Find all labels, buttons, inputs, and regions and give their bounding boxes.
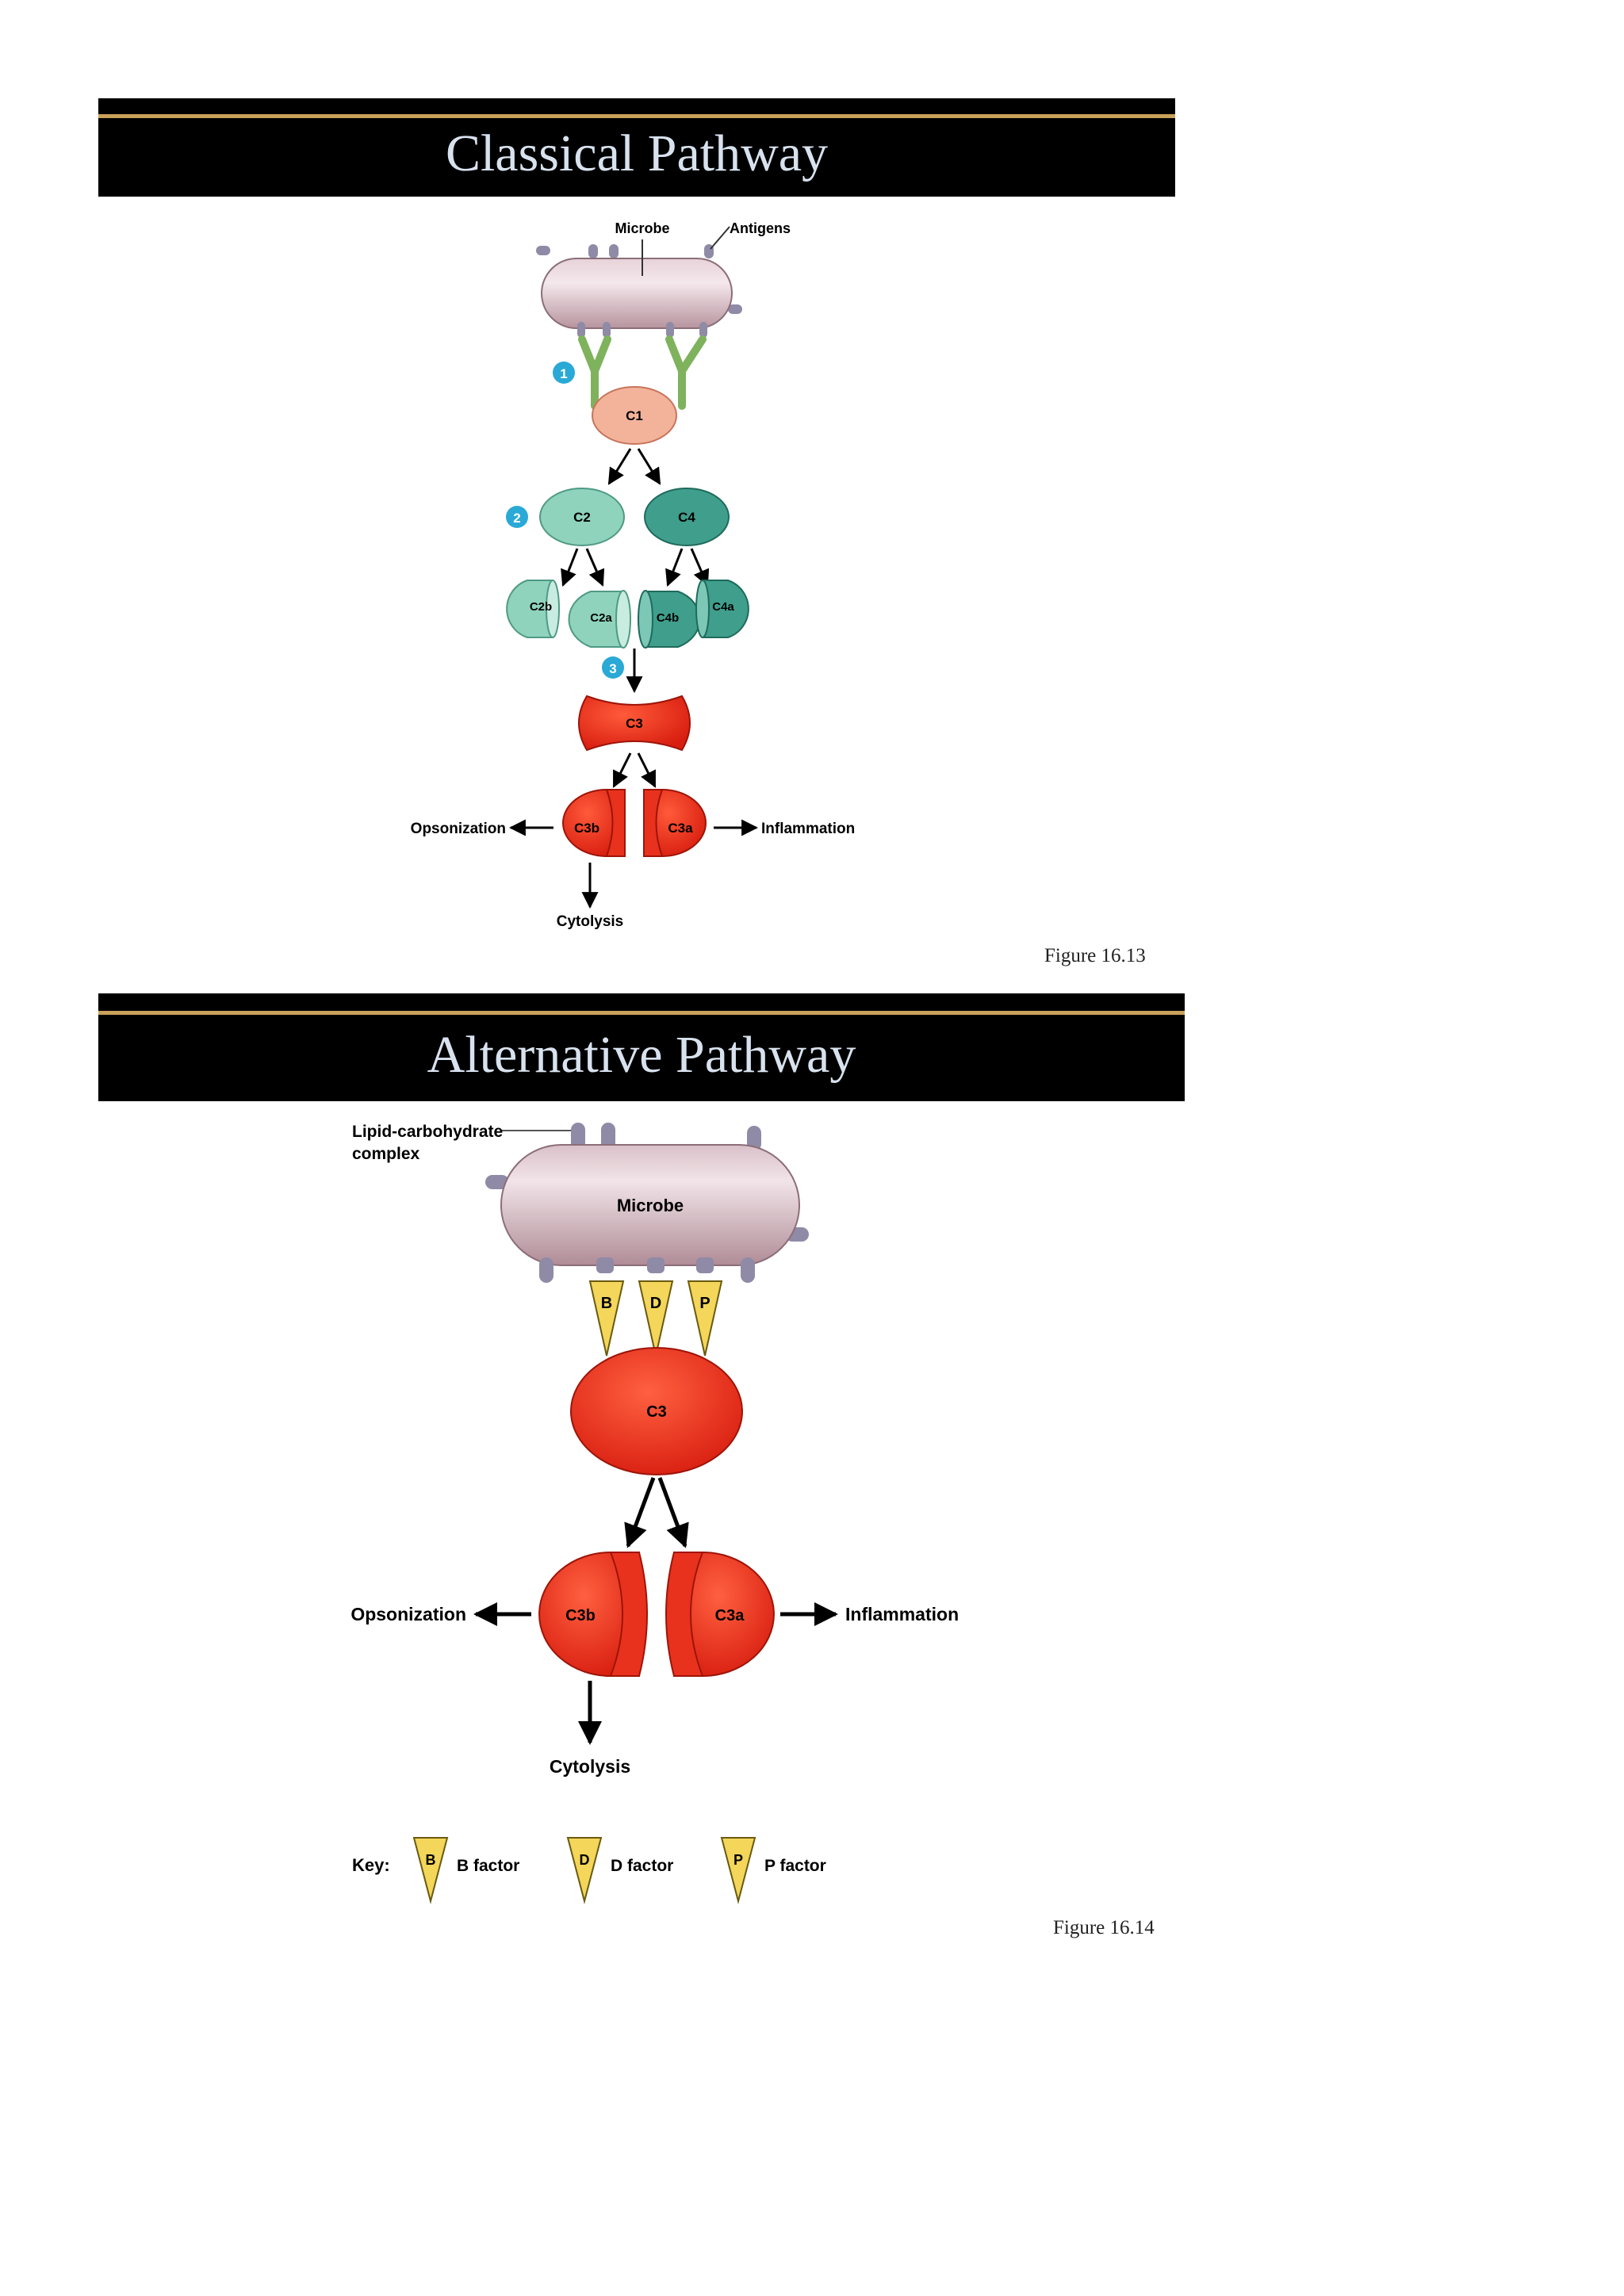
- alternative-c3-molecule: [570, 1347, 743, 1475]
- c3b-fragment: [562, 789, 626, 857]
- alternative-pathway-diagram: Microbe Lipid-carbohydrate complex B D P…: [350, 1123, 959, 1904]
- banner-rule: [98, 1011, 1185, 1015]
- arrow-alt-c3-to-c3b: [624, 1477, 656, 1548]
- arrow-c1-to-c4: [637, 448, 661, 485]
- step-2-badge: [506, 506, 528, 528]
- arrow-c2-to-c2a: [585, 548, 605, 587]
- arrow-c1-to-c2: [607, 448, 632, 485]
- antigens-leader-line: [710, 226, 730, 250]
- classical-pathway-diagram: Microbe Antigens 1 C1 2 C2 C4: [411, 220, 856, 930]
- alternative-inflammation-label: Inflammation: [845, 1604, 959, 1624]
- key-b-factor: B B factor: [412, 1837, 519, 1904]
- alternative-microbe: [485, 1123, 809, 1283]
- arrow-c3-to-c3a: [637, 752, 657, 788]
- step-1-badge: [553, 362, 575, 384]
- factor-b: [588, 1280, 625, 1357]
- c3-molecule: [578, 695, 691, 752]
- alternative-title: Alternative Pathway: [427, 1026, 856, 1084]
- key-label: Key:: [352, 1855, 390, 1875]
- opsonization-label: Opsonization: [411, 821, 506, 837]
- c1-label: C1: [626, 408, 643, 423]
- alternative-c3-label: C3: [646, 1403, 667, 1421]
- classical-figure-caption: Figure 16.13: [1044, 945, 1146, 966]
- c3b-label: C3b: [574, 821, 599, 836]
- step-3-number: 3: [609, 661, 616, 676]
- key-b-text: B factor: [457, 1857, 519, 1875]
- banner-rule: [98, 114, 1175, 118]
- alternative-c3b-fragment: [538, 1552, 648, 1677]
- c4a-fragment: [695, 580, 749, 638]
- arrow-c4-to-c4a: [690, 548, 710, 587]
- step-1-number: 1: [560, 366, 567, 381]
- inflammation-label: Inflammation: [761, 821, 855, 837]
- cytolysis-label: Cytolysis: [557, 913, 623, 930]
- key-p-text: P factor: [764, 1857, 826, 1875]
- c2a-label: C2a: [590, 611, 612, 625]
- factor-p-letter: P: [699, 1295, 710, 1312]
- classical-title: Classical Pathway: [445, 124, 829, 182]
- alternative-title-banner: Alternative Pathway: [98, 993, 1185, 1101]
- key-d-factor: D D factor: [566, 1837, 673, 1904]
- key-d-letter: D: [580, 1852, 590, 1868]
- key-b-letter: B: [426, 1852, 436, 1868]
- factor-p: [687, 1280, 723, 1357]
- alternative-opsonization-label: Opsonization: [350, 1604, 466, 1624]
- arrow-alt-c3-to-c3a: [657, 1477, 689, 1548]
- c4a-label: C4a: [712, 600, 734, 614]
- alternative-microbe-label: Microbe: [617, 1196, 684, 1215]
- c4b-label: C4b: [657, 611, 679, 625]
- antibody-right: [665, 335, 707, 410]
- lipid-label-line2: complex: [352, 1145, 420, 1163]
- arrow-c4-to-c4b: [665, 548, 684, 587]
- alternative-c3b-label: C3b: [565, 1607, 596, 1624]
- alternative-figure-caption: Figure 16.14: [1053, 1917, 1155, 1938]
- factor-d: [638, 1280, 674, 1357]
- classical-microbe: [536, 244, 742, 338]
- lipid-label-line1: Lipid-carbohydrate: [352, 1123, 503, 1141]
- antigens-label: Antigens: [730, 220, 791, 236]
- c4-label: C4: [678, 510, 695, 525]
- step-3-badge: [602, 656, 624, 679]
- alternative-c3a-fragment: [665, 1552, 775, 1677]
- classical-title-banner: Classical Pathway: [98, 98, 1175, 197]
- alternative-c3a-label: C3a: [715, 1607, 745, 1624]
- arrow-c3-to-c3b: [612, 752, 632, 788]
- alternative-cytolysis-label: Cytolysis: [550, 1756, 630, 1777]
- step-2-number: 2: [513, 511, 520, 526]
- arrow-c2-to-c2b: [561, 548, 579, 587]
- c3-label: C3: [626, 716, 643, 731]
- c4-molecule: [644, 488, 730, 546]
- factor-d-letter: D: [650, 1295, 661, 1312]
- c2b-fragment: [506, 580, 560, 638]
- microbe-label: Microbe: [615, 220, 669, 236]
- c3a-fragment: [643, 789, 707, 857]
- c3a-label: C3a: [668, 821, 693, 836]
- c2b-label: C2b: [530, 600, 552, 614]
- key-d-text: D factor: [611, 1857, 673, 1875]
- c2-molecule: [539, 488, 625, 546]
- c1-molecule: [592, 386, 677, 445]
- key-p-factor: P P factor: [720, 1837, 826, 1904]
- c2a-fragment: [568, 590, 631, 649]
- c2-label: C2: [573, 510, 591, 525]
- key-p-letter: P: [733, 1852, 743, 1868]
- antibody-left: [578, 335, 611, 410]
- factor-b-letter: B: [601, 1295, 612, 1312]
